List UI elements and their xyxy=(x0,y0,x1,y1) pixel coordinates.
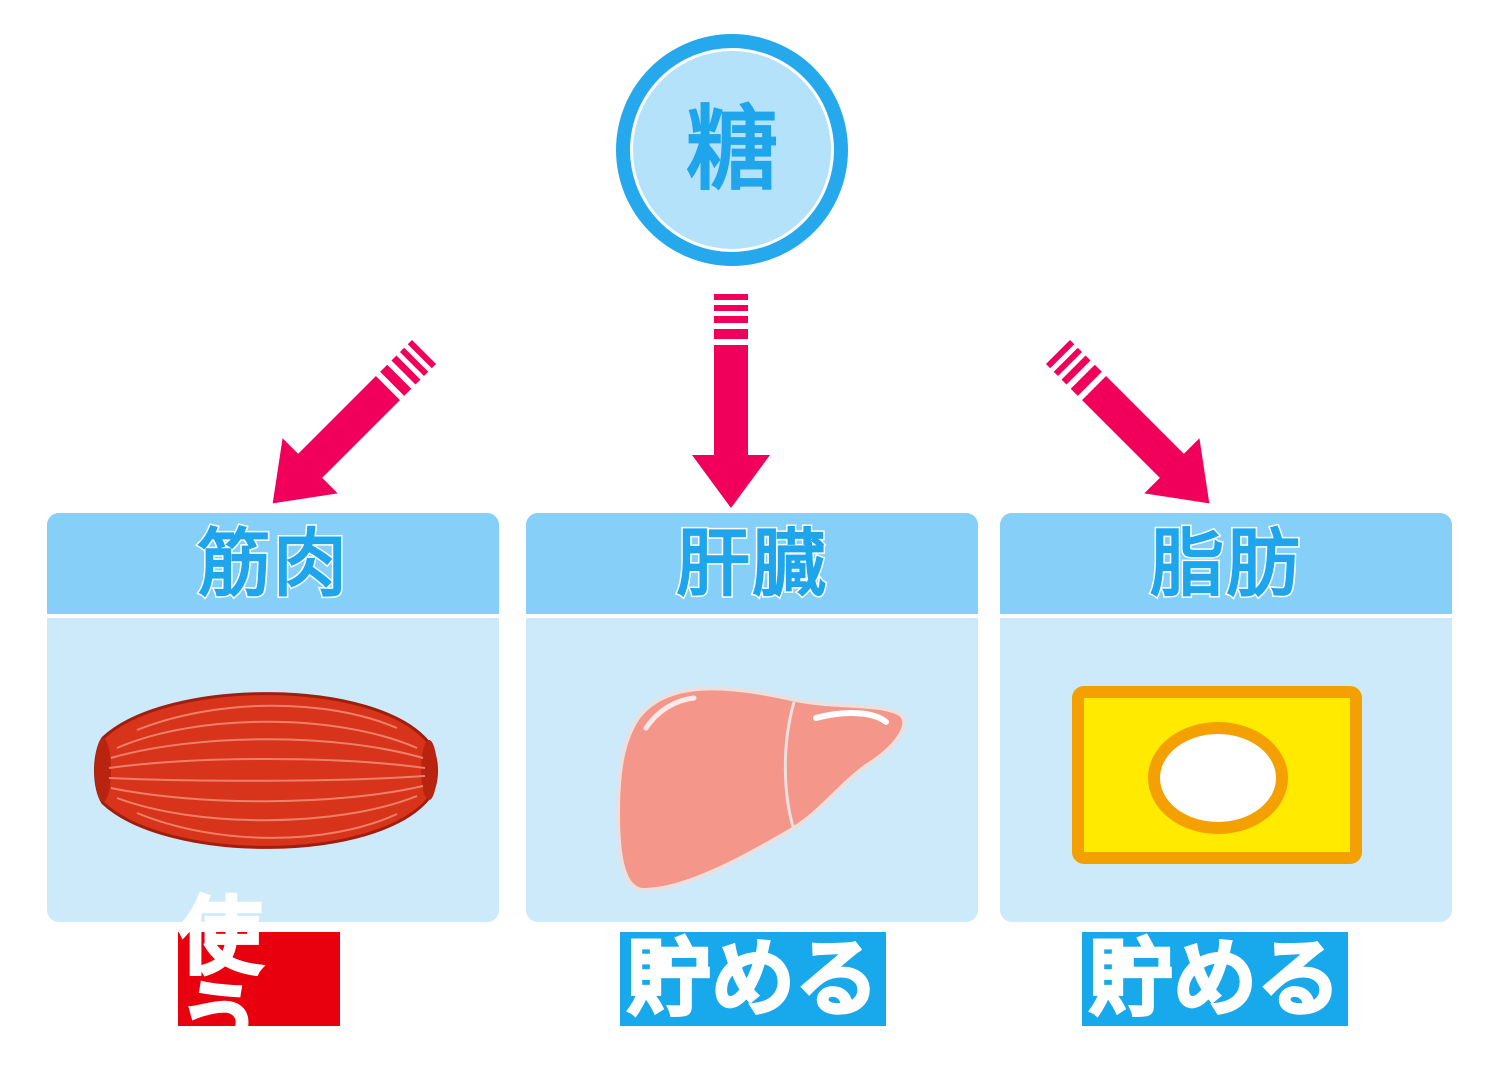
flow-arrows xyxy=(272,294,1210,508)
sugar-node: 糖 xyxy=(616,34,848,266)
liver-card: 肝臓 xyxy=(526,513,978,922)
liver-icon xyxy=(615,686,907,893)
fat-card: 脂肪 xyxy=(1000,513,1452,922)
muscle-action-badge: 使う xyxy=(177,894,340,1065)
muscle-card: 筋肉 xyxy=(47,513,499,922)
muscle-icon xyxy=(94,692,438,849)
liver-action: 貯める xyxy=(625,930,880,1028)
arrow-to-fat xyxy=(1045,339,1210,504)
sugar-label: 糖 xyxy=(685,96,778,203)
muscle-action: 使う xyxy=(177,888,264,1070)
muscle-card-header: 筋肉 xyxy=(47,513,499,618)
muscle-title: 筋肉 xyxy=(196,520,349,607)
fat-cell-icon xyxy=(1072,686,1362,864)
fat-card-header: 脂肪 xyxy=(1000,513,1452,618)
arrow-to-liver xyxy=(692,294,770,508)
fat-action-badge: 貯める xyxy=(1082,932,1348,1026)
liver-action-badge: 貯める xyxy=(620,932,886,1026)
liver-title: 肝臓 xyxy=(675,520,828,607)
arrow-to-muscle xyxy=(272,339,437,504)
liver-card-header: 肝臓 xyxy=(526,513,978,618)
fat-action: 貯める xyxy=(1087,930,1342,1028)
sugar-node-inner: 糖 xyxy=(630,48,834,252)
fat-title: 脂肪 xyxy=(1149,520,1302,607)
